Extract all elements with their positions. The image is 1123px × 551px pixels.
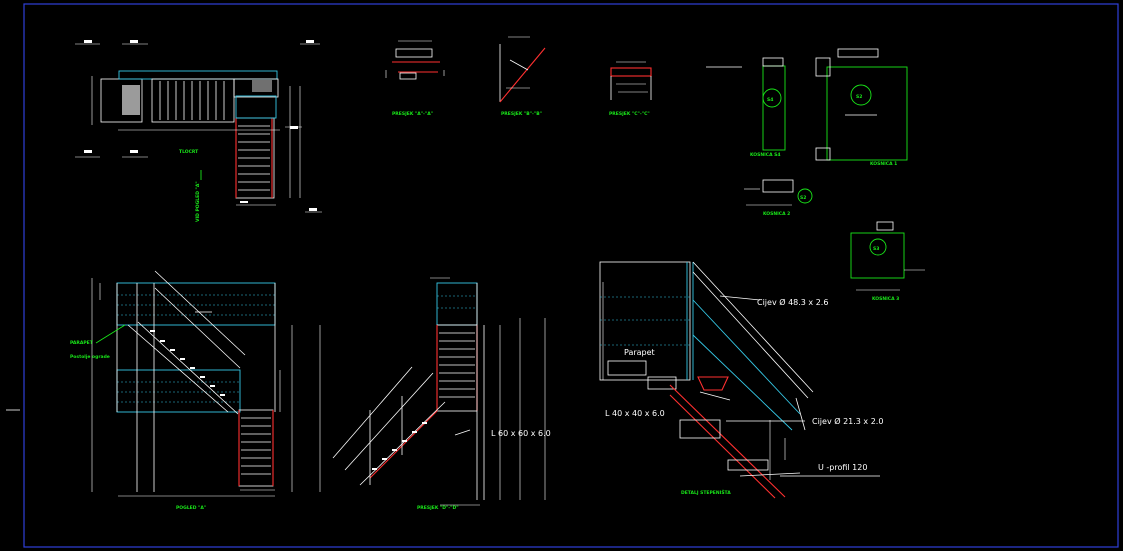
stair-detail-title: DETALJ STEPENIŠTA	[681, 489, 731, 496]
gusset-s4-title: KOSNICA S4	[750, 152, 781, 158]
elevation-a-title: POGLED "A"	[176, 505, 206, 511]
badge-s2: S2	[856, 94, 862, 100]
section-c-title: PRESJEK "C"-"C"	[609, 111, 650, 117]
elevation-a: PARAPET Postolje ograde POGLED "A"	[70, 270, 321, 511]
section-b-detail: PRESJEK "B"-"B"	[499, 36, 546, 117]
section-a-detail: PRESJEK "A"-"A"	[385, 40, 445, 117]
gusset-s2-title: KOSNICA 1	[870, 161, 897, 167]
section-b-title: PRESJEK "B"-"B"	[501, 111, 542, 117]
section-a-title: PRESJEK "A"-"A"	[392, 111, 433, 117]
gusset-s1: S2 KOSNICA 2	[744, 179, 813, 217]
badge-s3: S3	[873, 246, 879, 252]
plan-view: TLOCRT VID POGLED "A"	[75, 40, 322, 222]
drawing-border	[23, 3, 1119, 548]
gusset-s2: S2 KOSNICA 1	[815, 48, 908, 167]
u-profile-label: U -profil 120	[818, 463, 867, 472]
section-c-detail: PRESJEK "C"-"C"	[609, 61, 652, 117]
pipe-bottom-label: Cijev Ø 21.3 x 2.0	[812, 416, 883, 426]
stair-detail: Cijev Ø 48.3 x 2.6 Parapet L 40 x 40 x 6…	[599, 261, 883, 499]
section-d: L 60 x 60 x 6.0 PRESJEK "D"-"D"	[332, 277, 551, 511]
section-d-title: PRESJEK "D"-"D"	[417, 505, 459, 511]
gusset-s3-title: KOSNICA 3	[872, 296, 899, 302]
parapet-label: PARAPET	[70, 340, 94, 346]
gusset-s3: S3 KOSNICA 3	[850, 221, 925, 302]
badge-s4: S4	[767, 97, 773, 103]
angle-detail-label: L 40 x 40 x 6.0	[605, 409, 665, 418]
parapet-detail-label: Parapet	[624, 348, 655, 357]
pipe-top-label: Cijev Ø 48.3 x 2.6	[757, 297, 828, 307]
badge-s1: S2	[800, 195, 806, 201]
rail-base-label: Postolje ograde	[70, 354, 110, 360]
view-a-label: VID POGLED "A"	[195, 181, 201, 222]
gusset-s1-title: KOSNICA 2	[763, 211, 790, 217]
plan-title: TLOCRT	[179, 149, 199, 155]
section-d-angle-label: L 60 x 60 x 6.0	[491, 429, 551, 438]
gusset-s4: S4 KOSNICA S4	[706, 57, 786, 158]
